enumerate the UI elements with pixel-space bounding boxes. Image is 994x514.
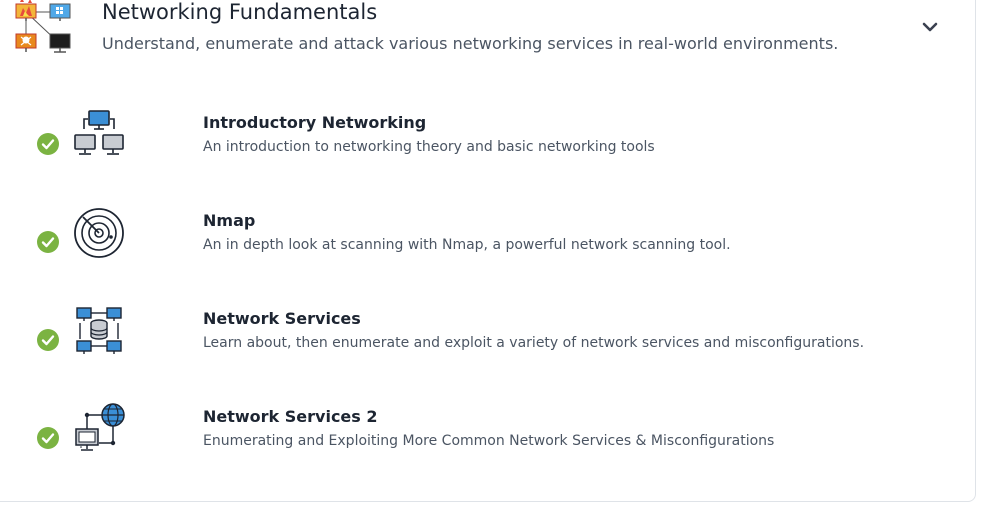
room-title: Network Services (203, 309, 361, 328)
room-item-network-services-2[interactable]: Network Services 2 Enumerating and Explo… (0, 389, 959, 487)
room-description: An introduction to networking theory and… (203, 139, 655, 155)
check-circle-icon (37, 133, 59, 155)
room-item-network-services[interactable]: Network Services Learn about, then enume… (0, 291, 959, 389)
globe-network-icon (75, 403, 125, 451)
room-description: An in depth look at scanning with Nmap, … (203, 237, 731, 253)
module-title: Networking Fundamentals (102, 0, 378, 24)
check-circle-icon (37, 427, 59, 449)
network-database-icon (76, 307, 122, 354)
radar-icon (74, 208, 124, 258)
room-title: Nmap (203, 211, 256, 230)
room-description: Learn about, then enumerate and exploit … (203, 335, 865, 351)
room-title: Introductory Networking (203, 113, 427, 132)
room-item-nmap[interactable]: Nmap An in depth look at scanning with N… (0, 193, 959, 291)
network-attack-icon (15, 0, 71, 53)
module-description: Understand, enumerate and attack various… (102, 34, 839, 53)
network-computers-icon (74, 110, 124, 155)
check-circle-icon (37, 231, 59, 253)
check-circle-icon (37, 329, 59, 351)
module-card: Networking Fundamentals Understand, enum… (0, 0, 976, 502)
chevron-down-icon[interactable] (917, 16, 943, 38)
room-description: Enumerating and Exploiting More Common N… (203, 433, 775, 449)
room-item-introductory-networking[interactable]: Introductory Networking An introduction … (0, 95, 959, 193)
room-title: Network Services 2 (203, 407, 378, 426)
